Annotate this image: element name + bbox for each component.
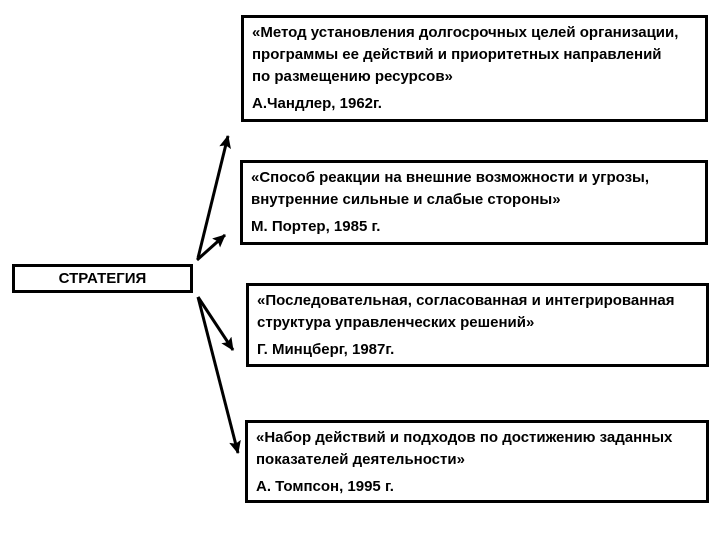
definition-box-porter: «Способ реакции на внешние возможности и… (240, 160, 708, 245)
arrow-strategy-to-porter (196, 233, 226, 262)
arrow-strategy-to-thompson (196, 296, 241, 454)
definition-author: М. Портер, 1985 г. (251, 218, 381, 235)
definition-quote: «Способ реакции на внешние возможности и… (251, 169, 650, 208)
arrow-strategy-to-chandler (196, 135, 231, 259)
strategy-node: СТРАТЕГИЯ (12, 264, 193, 293)
arrow-strategy-to-mintzberg (196, 296, 235, 351)
definition-quote: «Набор действий и подходов по достижению… (256, 429, 673, 468)
definition-author: А. Томпсон, 1995 г. (256, 478, 394, 495)
definition-box-chandler: «Метод установления долгосрочных целей о… (241, 15, 708, 122)
definition-author: Г. Минцберг, 1987г. (257, 341, 395, 358)
strategy-label: СТРАТЕГИЯ (58, 270, 147, 287)
definition-author: А.Чандлер, 1962г. (252, 95, 382, 112)
definition-quote: «Последовательная, согласованная и интег… (257, 292, 675, 331)
definition-box-mintzberg: «Последовательная, согласованная и интег… (246, 283, 709, 367)
definition-box-thompson: «Набор действий и подходов по достижению… (245, 420, 709, 503)
definition-quote: «Метод установления долгосрочных целей о… (252, 24, 679, 85)
